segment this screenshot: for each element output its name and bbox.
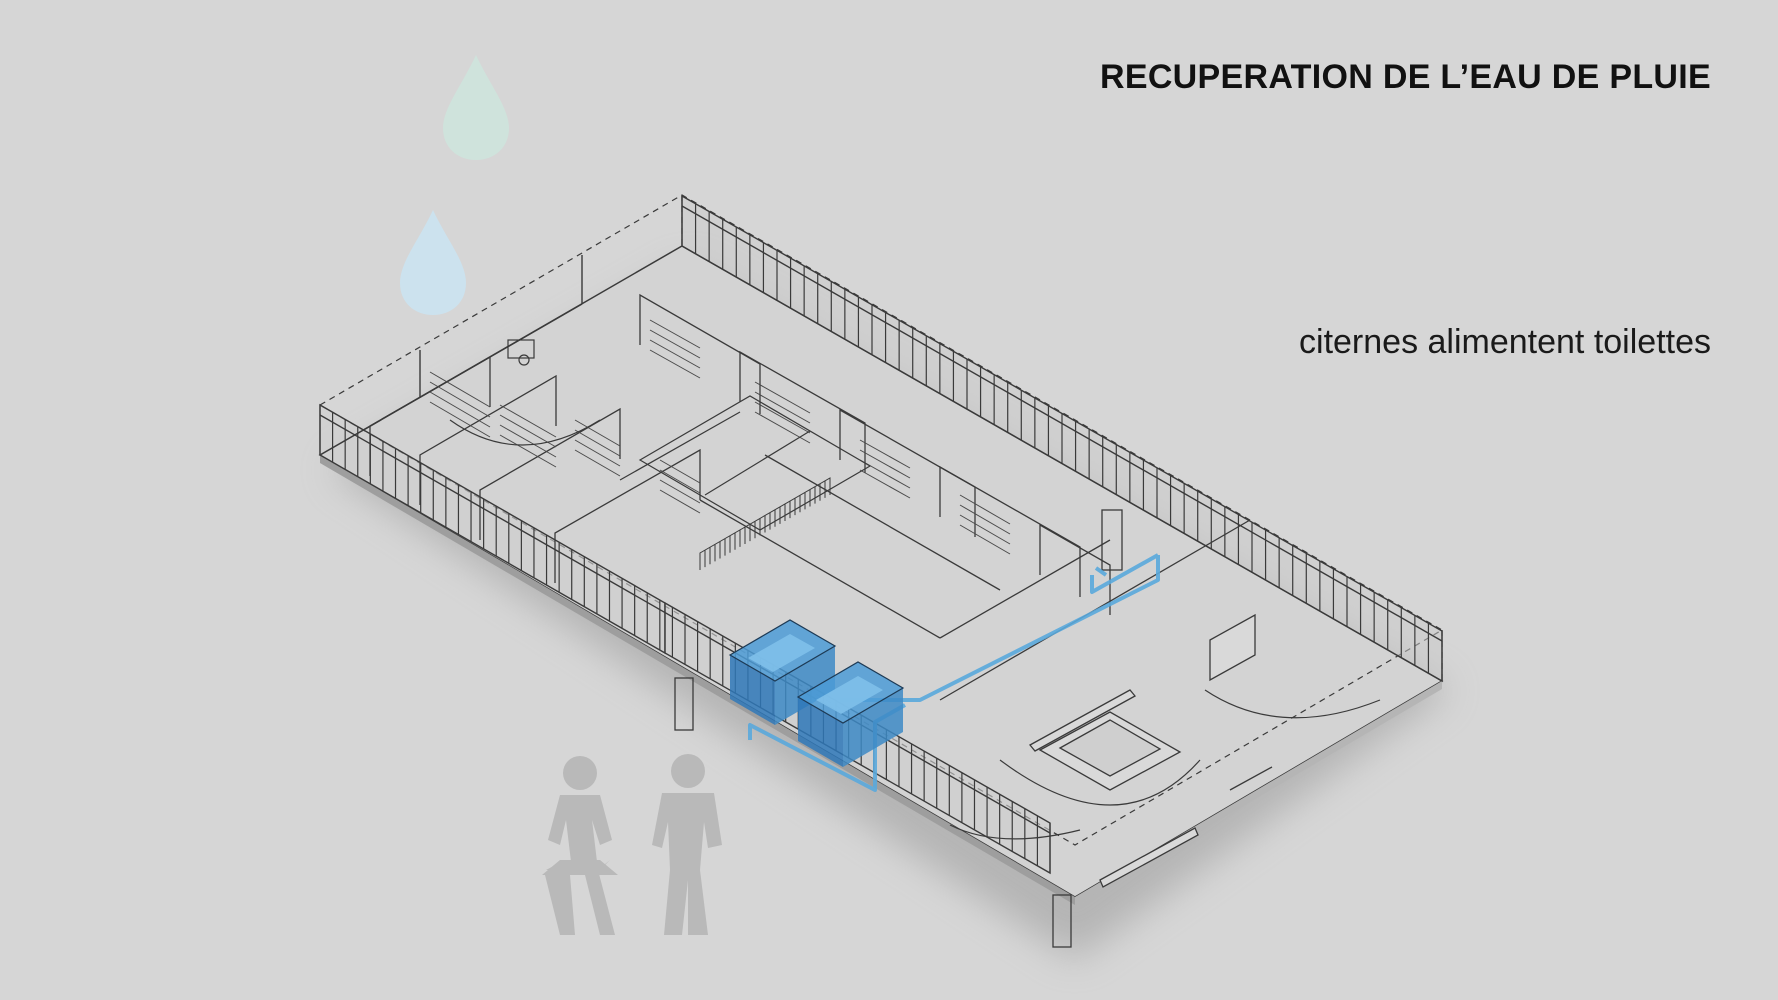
shelf-line [859, 449, 911, 479]
shelf-line [429, 391, 491, 428]
shelf-line [574, 439, 621, 467]
raindrop-icon [443, 55, 509, 160]
shelf-line [959, 524, 1011, 555]
shelf-line [499, 414, 557, 448]
shelf-line [659, 479, 701, 504]
shelf-line [429, 381, 491, 418]
shelf-line [499, 424, 557, 458]
man-toilet-icon [652, 754, 722, 935]
floor-slab-edge [320, 455, 1075, 905]
shelf-line [754, 411, 811, 444]
skate-elements [1028, 613, 1273, 888]
raindrop-icon [400, 210, 466, 315]
back-wall-mullions [681, 196, 1443, 681]
basketball-hoop [507, 339, 535, 366]
shelf-line [574, 429, 621, 457]
shelf-line [499, 434, 557, 468]
court-railing [699, 477, 831, 570]
shelf-line [959, 514, 1011, 545]
shelf-line [429, 401, 491, 438]
shelf-line [574, 449, 621, 477]
shelf-line [959, 494, 1011, 525]
rainwater-tank [728, 619, 837, 725]
shelf-line [754, 401, 811, 434]
shelf-line [859, 439, 911, 469]
shelf-line [754, 391, 811, 424]
rainwater-tank [796, 661, 905, 767]
shelf-line [649, 349, 701, 379]
shelf-line [659, 469, 701, 494]
shelf-line [649, 319, 701, 349]
shelf-line [659, 489, 701, 514]
shelf-line [754, 381, 811, 414]
shelf-line [649, 329, 701, 359]
entry-door [674, 509, 1123, 948]
shelf-line [859, 469, 911, 499]
shelf-line [649, 339, 701, 369]
page-subtitle: citernes alimentent toilettes [1299, 323, 1711, 361]
shelf-line [429, 371, 491, 408]
shelf-line [499, 404, 557, 438]
interior-shelving [429, 319, 1011, 555]
woman-toilet-icon [542, 756, 618, 935]
page-title: RECUPERATION DE L’EAU DE PLUIE [1100, 58, 1711, 96]
shelf-line [574, 419, 621, 447]
shelf-line [959, 504, 1011, 535]
court-markings [449, 395, 1381, 840]
interior-partitions [369, 293, 1251, 701]
shelf-line [659, 459, 701, 484]
